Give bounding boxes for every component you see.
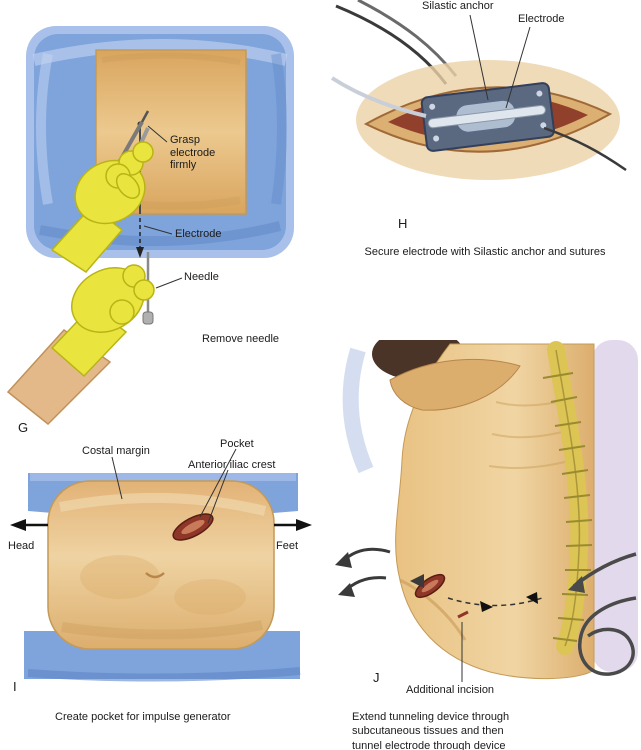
arm (389, 358, 521, 411)
caption-panel-j: Extend tunneling device through subcutan… (352, 711, 510, 750)
label-anterior-iliac-crest: Anterior iliac crest (188, 459, 276, 471)
background-wash (342, 340, 638, 672)
leader-lines-g (143, 125, 183, 289)
gloved-hand-grasping (50, 141, 154, 273)
caption-panel-h: Secure electrode with Silastic anchor an… (364, 246, 606, 258)
suture-thread (543, 126, 627, 172)
torso (47, 480, 275, 650)
panel-letter-j: J (373, 670, 380, 685)
navel (145, 572, 165, 579)
label-grasp-electrode-firmly: Grasp electrode firmly (170, 134, 216, 172)
incision-j (414, 573, 446, 599)
figure-panel-j: J Additional incision Extend tunneling d… (330, 340, 641, 750)
panel-g-illustration (6, 26, 294, 426)
leader-lines-i (111, 448, 237, 524)
label-electrode-h: Electrode (518, 13, 565, 25)
tunneling-arrows-left (335, 547, 424, 597)
figure-panel-h: Silastic anchor Electrode H Secure elect… (330, 0, 641, 280)
label-remove-needle: Remove needle (202, 333, 280, 345)
panel-letter-g: G (18, 420, 29, 435)
pull-direction-arrow (136, 218, 144, 258)
panel-h-illustration (330, 0, 627, 180)
label-silastic-anchor: Silastic anchor (422, 0, 494, 12)
panel-j-illustration (335, 340, 638, 682)
panel-i-illustration (10, 448, 312, 682)
label-feet: Feet (276, 540, 299, 552)
label-head: Head (8, 540, 35, 552)
label-electrode-g: Electrode (175, 228, 222, 240)
electrode-device (420, 82, 556, 152)
electrode-lead (427, 104, 546, 129)
spine (542, 341, 593, 655)
figure-panel-g: Grasp electrode firmly Electrode Needle … (0, 0, 330, 440)
figure-panel-i: Costal margin Pocket Anterior iliac cres… (0, 437, 330, 750)
pocket-incision (172, 513, 214, 541)
caption-panel-i: Create pocket for impulse generator (55, 711, 231, 723)
tunneling-device-arrowhead (568, 576, 585, 593)
panel-letter-h: H (398, 216, 408, 231)
label-needle: Needle (184, 271, 219, 283)
label-additional-incision: Additional incision (406, 684, 495, 696)
leader-lines-h (469, 14, 531, 109)
label-pocket: Pocket (220, 438, 254, 450)
lead-wire (330, 76, 427, 118)
hip-shading (399, 578, 467, 641)
tunneling-path-dashed (447, 592, 543, 619)
feet-arrow (274, 519, 312, 531)
head-arrow (10, 519, 48, 531)
panel-letter-i: I (13, 679, 17, 694)
label-costal-margin: Costal margin (82, 445, 150, 457)
gloved-hand-lower (6, 264, 155, 426)
